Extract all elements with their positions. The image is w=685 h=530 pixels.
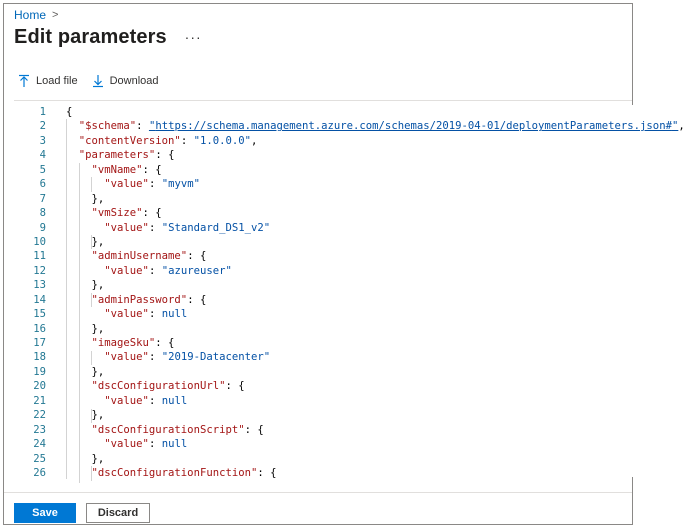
code-line: }, — [91, 279, 105, 292]
indent-guide — [91, 408, 93, 423]
line-number: 9 — [39, 221, 46, 234]
code-line: }, — [91, 235, 105, 248]
code-line: "value": null — [104, 438, 188, 451]
code-line: "value": "2019-Datacenter" — [104, 351, 271, 364]
code-line: "dscConfigurationUrl": { — [91, 380, 245, 393]
code-line: "vmSize": { — [91, 207, 162, 220]
line-number: 24 — [33, 438, 46, 451]
line-number: 20 — [33, 380, 46, 393]
discard-button[interactable]: Discard — [86, 503, 150, 523]
line-number: 11 — [33, 250, 46, 263]
code-line: }, — [91, 322, 105, 335]
code-line: }, — [91, 192, 105, 205]
code-line: "value": "azureuser" — [104, 264, 232, 277]
indent-guide — [91, 177, 93, 192]
load-file-label: Load file — [36, 75, 78, 87]
code-line: }, — [91, 409, 105, 422]
toolbar: Load file Download — [18, 74, 159, 88]
code-line: "parameters": { — [78, 149, 175, 162]
download-label: Download — [109, 75, 159, 87]
code-line: "adminPassword": { — [91, 293, 207, 306]
line-number: 1 — [39, 106, 46, 118]
code-line: }, — [91, 365, 105, 378]
code-line: "value": null — [104, 394, 188, 407]
code-line: { — [66, 106, 73, 118]
breadcrumb-home-link[interactable]: Home — [14, 8, 47, 22]
line-number: 25 — [33, 452, 46, 465]
line-number: 16 — [33, 322, 46, 335]
code-area[interactable]: { "$schema": "https://schema.management.… — [66, 105, 685, 483]
breadcrumb-chevron-icon: > — [52, 9, 59, 21]
line-number: 22 — [33, 409, 46, 422]
toolbar-divider — [14, 100, 632, 101]
code-line: "imageSku": { — [91, 337, 175, 349]
code-line: "value": null — [104, 308, 188, 321]
line-number: 2 — [39, 120, 46, 133]
line-number: 7 — [39, 192, 46, 205]
indent-guide — [78, 162, 80, 483]
line-number: 12 — [33, 264, 46, 277]
line-number: 21 — [33, 394, 46, 407]
save-button[interactable]: Save — [14, 503, 76, 523]
code-line: "dscConfigurationFunction": { — [91, 466, 277, 479]
line-number: 19 — [33, 365, 46, 378]
download-icon — [92, 74, 104, 88]
more-options-icon[interactable]: ··· — [184, 28, 202, 45]
line-number: 10 — [33, 235, 46, 248]
indent-guide — [91, 235, 93, 250]
code-line: "vmName": { — [91, 163, 162, 176]
indent-guide — [91, 466, 93, 481]
line-number: 14 — [33, 293, 46, 306]
indent-guide — [66, 119, 67, 480]
code-line: "dscConfigurationScript": { — [91, 423, 264, 436]
line-number: 13 — [33, 279, 46, 292]
line-number: 3 — [39, 134, 46, 147]
schema-url-link[interactable]: "https://schema.management.azure.com/sch… — [148, 120, 679, 133]
line-number: 26 — [33, 466, 46, 479]
code-line: "$schema": "https://schema.management.az… — [78, 120, 685, 133]
code-line: "contentVersion": "1.0.0.0", — [78, 134, 258, 147]
code-line: }, — [91, 452, 105, 465]
code-line: "adminUsername": { — [91, 250, 207, 263]
code-line: "value": "Standard_DS1_v2" — [104, 221, 271, 234]
download-button[interactable]: Download — [92, 74, 159, 88]
line-number: 17 — [33, 337, 46, 349]
line-number: 15 — [33, 308, 46, 321]
indent-guide — [91, 350, 93, 366]
page-title: Edit parameters — [14, 26, 167, 48]
upload-icon — [18, 74, 30, 88]
line-number: 4 — [39, 149, 46, 162]
edit-parameters-panel: Home > Edit parameters ··· Load file — [3, 3, 685, 525]
line-number: 8 — [39, 207, 46, 220]
footer-divider — [4, 492, 632, 493]
footer-actions: Save Discard — [14, 503, 150, 523]
breadcrumb: Home > — [14, 8, 58, 22]
line-number: 5 — [39, 163, 46, 176]
code-line: "value": "myvm" — [104, 178, 200, 191]
line-number: 18 — [33, 351, 46, 364]
line-number: 6 — [39, 178, 46, 191]
indent-guide — [91, 292, 93, 308]
load-file-button[interactable]: Load file — [18, 74, 78, 88]
line-number: 23 — [33, 423, 46, 436]
